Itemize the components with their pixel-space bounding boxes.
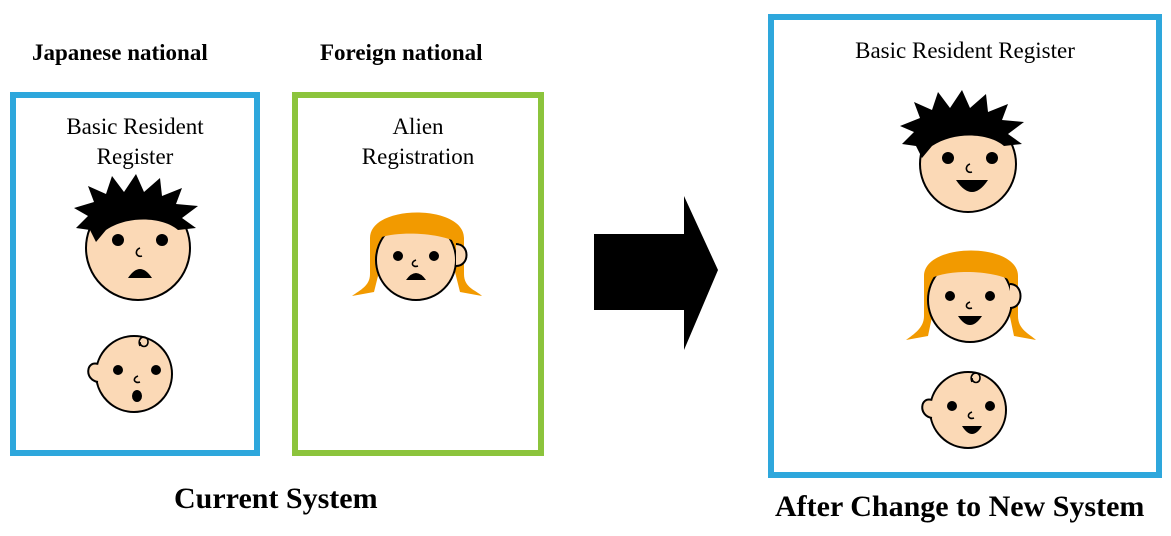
boy-face-icon xyxy=(74,174,198,301)
baby-face-icon xyxy=(87,335,173,413)
resident-register-line2: Register xyxy=(96,144,174,169)
alien-registration-line1: Alien xyxy=(392,114,444,139)
girl-happy-face-icon xyxy=(906,250,1036,343)
alien-registration-box: Alien Registration xyxy=(292,92,544,456)
new-system-caption: After Change to New System xyxy=(775,490,1145,523)
current-system-caption: Current System xyxy=(174,482,378,515)
boy-happy-face-icon xyxy=(900,90,1024,213)
transition-arrow-icon xyxy=(594,196,718,350)
baby-happy-face-icon xyxy=(921,371,1007,449)
japanese-national-label: Japanese national xyxy=(32,40,208,65)
new-register-box: Basic Resident Register xyxy=(768,14,1162,478)
foreign-national-label: Foreign national xyxy=(320,40,483,65)
resident-register-box: Basic Resident Register xyxy=(10,92,260,456)
new-register-title: Basic Resident Register xyxy=(855,38,1075,63)
alien-registration-line2: Registration xyxy=(361,144,475,169)
girl-face-icon xyxy=(352,212,482,301)
resident-register-line1: Basic Resident xyxy=(66,114,204,139)
